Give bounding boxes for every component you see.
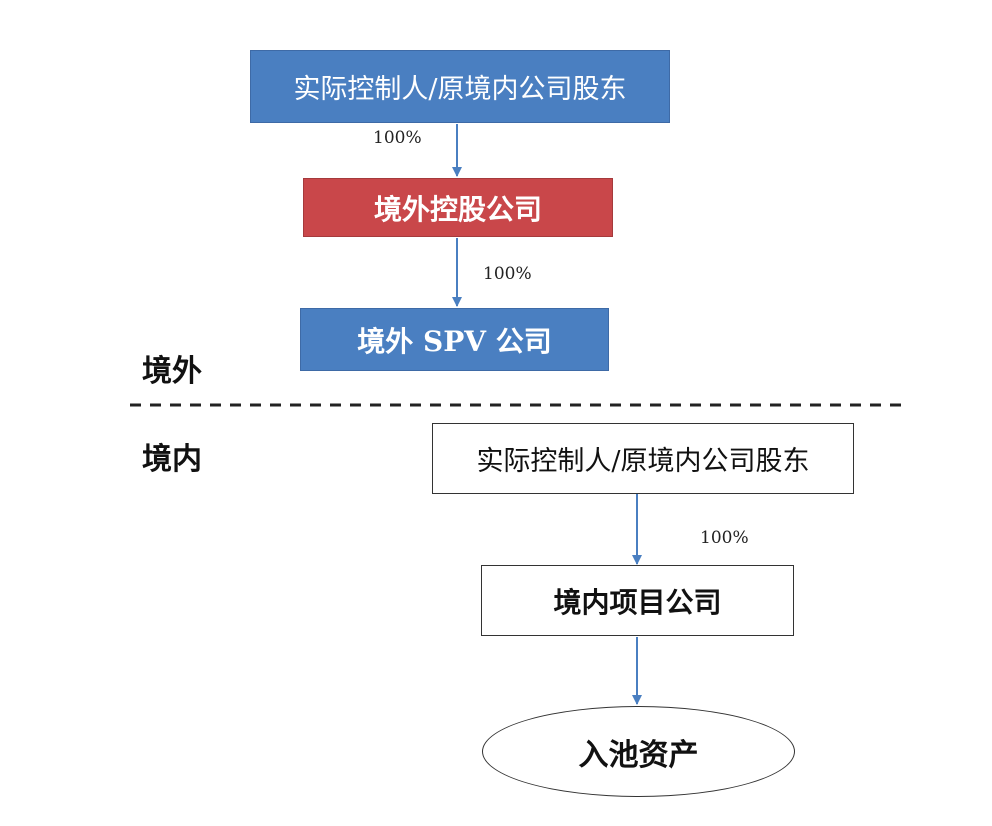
offshore-spv-box: 境外 SPV 公司 [300, 308, 609, 371]
onshore-controller-label: 实际控制人/原境内公司股东 [476, 446, 810, 477]
offshore-holding-label: 境外控股公司 [373, 192, 542, 226]
onshore-controller-box: 实际控制人/原境内公司股东 [432, 423, 854, 494]
offshore-controller-box: 实际控制人/原境内公司股东 [250, 50, 670, 123]
offshore-holding-box: 境外控股公司 [303, 178, 613, 237]
percent-controller-to-holding: 100% [373, 128, 422, 148]
pooled-assets-label: 入池资产 [578, 737, 699, 773]
percent-holding-to-spv: 100% [483, 264, 532, 284]
region-label-onshore: 境内 [142, 442, 202, 477]
percent-controller-to-project: 100% [700, 528, 749, 548]
onshore-project-label: 境内项目公司 [553, 585, 722, 619]
offshore-controller-label: 实际控制人/原境内公司股东 [293, 74, 627, 105]
pooled-assets-ellipse: 入池资产 [482, 706, 795, 797]
region-label-offshore: 境外 [142, 354, 202, 389]
offshore-spv-label: 境外 SPV 公司 [357, 324, 552, 358]
onshore-project-box: 境内项目公司 [481, 565, 794, 636]
